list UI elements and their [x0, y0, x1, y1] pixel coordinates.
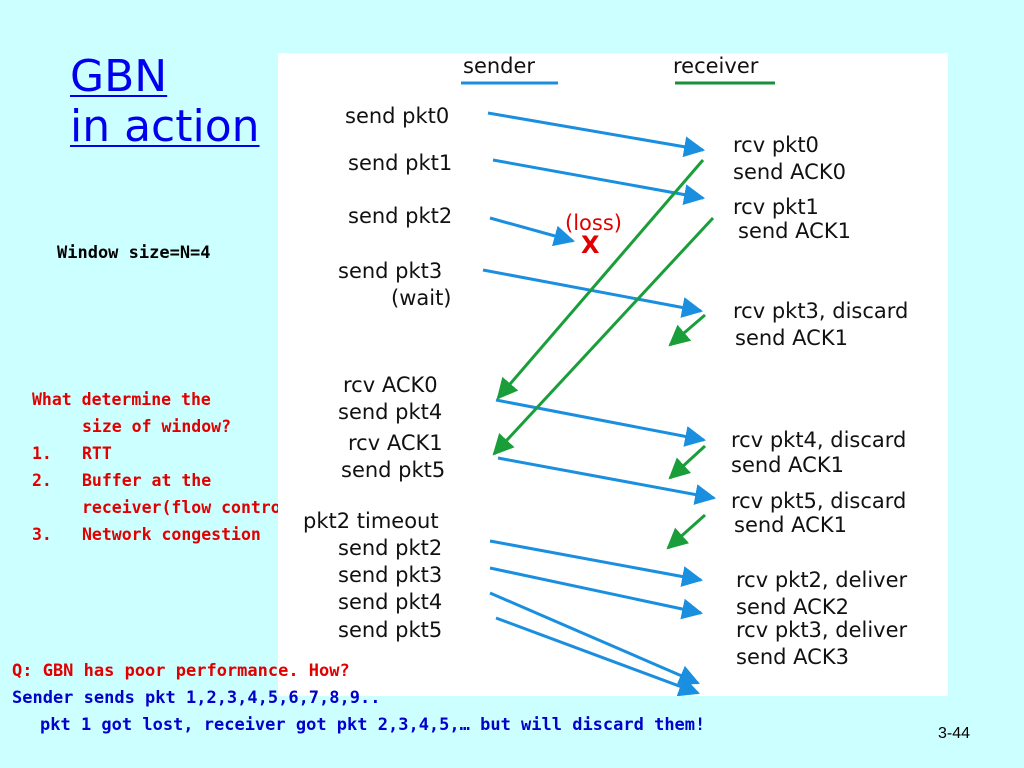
receiver-label: send ACK2 [736, 595, 849, 619]
gbn-timeline-diagram: sender receiver send pkt0 send pkt1 send… [278, 53, 948, 696]
receiver-label: rcv pkt1 [733, 195, 819, 219]
pkt0-arrow [487, 111, 706, 158]
pkt3-resend-arrow [489, 566, 704, 620]
sender-label: rcv ACK0 [343, 373, 438, 397]
factor-item-buffer: 2. Buffer at the receiver(flow control) [32, 467, 302, 521]
receiver-label: rcv pkt3, discard [733, 299, 908, 323]
timeline-svg: sender receiver send pkt0 send pkt1 send… [303, 54, 908, 696]
ack1-dup-arrow [666, 513, 706, 550]
question-title-line1: What determine the [32, 390, 211, 409]
sender-label: send pkt3 [338, 259, 442, 283]
bottom-notes: Q: GBN has poor performance. How? Sender… [12, 658, 705, 739]
factor-number: 3. [32, 525, 52, 544]
sender-label: send pkt5 [341, 458, 445, 482]
factor-text: Buffer at the receiver(flow control) [82, 471, 301, 517]
sender-label: pkt2 timeout [303, 509, 439, 533]
sender-label: send pkt2 [348, 204, 452, 228]
sender-label: rcv ACK1 [348, 431, 443, 455]
receiver-label: send ACK1 [734, 513, 847, 537]
receiver-label: send ACK0 [733, 160, 846, 184]
factor-text: RTT [82, 444, 112, 463]
pkt2-lost-arrow [489, 216, 576, 247]
factor-list: 1. RTT 2. Buffer at the receiver(flow co… [32, 440, 302, 548]
question-title: What determine the size of window? [32, 386, 302, 440]
sender-label: send pkt4 [338, 590, 442, 614]
sender-label: send pkt0 [345, 104, 449, 128]
sender-label: send pkt1 [348, 151, 452, 175]
slide-title-line2: in action [70, 101, 260, 152]
receiver-label: send ACK1 [735, 326, 848, 350]
receiver-label: rcv pkt2, deliver [736, 568, 908, 592]
page-number: 3-44 [938, 725, 971, 742]
performance-question: Q: GBN has poor performance. How? [12, 661, 350, 681]
loss-x-mark: X [581, 231, 600, 259]
pkt5-resend-arrow [495, 616, 700, 696]
receiver-label: send ACK3 [736, 645, 849, 669]
slide-title-line1: GBN [70, 51, 168, 102]
receiver-label: rcv pkt5, discard [731, 489, 906, 513]
window-size-question: What determine the size of window? 1. RT… [32, 386, 302, 548]
receiver-label: send ACK1 [738, 219, 851, 243]
receiver-label: rcv pkt4, discard [731, 428, 906, 452]
factor-number: 2. [32, 471, 52, 490]
ack1-dup-arrow [668, 313, 706, 347]
pkt1-arrow [492, 158, 706, 205]
factor-number: 1. [32, 444, 52, 463]
sender-header: sender [463, 54, 535, 78]
ack1-arrow [492, 216, 715, 456]
receiver-label: rcv pkt3, deliver [736, 618, 908, 642]
ack0-arrow [496, 159, 705, 400]
pkt5-arrow [497, 456, 717, 505]
question-title-line2: size of window? [82, 417, 232, 436]
factor-item-congestion: 3. Network congestion [32, 521, 302, 548]
ack1-dup-arrow [668, 444, 707, 480]
sender-label: send pkt4 [338, 400, 442, 424]
receiver-header: receiver [673, 54, 759, 78]
sender-label: send pkt5 [338, 618, 442, 642]
factor-text: Network congestion [82, 525, 261, 544]
sender-label: (wait) [391, 286, 452, 310]
window-size-label: Window size=N=4 [57, 243, 211, 263]
slide-title: GBN in action [70, 52, 260, 152]
sender-label: send pkt2 [338, 536, 442, 560]
factor-item-rtt: 1. RTT [32, 440, 302, 467]
pkt4-arrow [495, 398, 707, 447]
sender-sequence-note: Sender sends pkt 1,2,3,4,5,6,7,8,9.. [12, 688, 381, 708]
sender-label: send pkt3 [338, 563, 442, 587]
receiver-label: send ACK1 [731, 453, 844, 477]
pkt4-resend-arrow [489, 591, 700, 686]
loss-consequence-note: pkt 1 got lost, receiver got pkt 2,3,4,5… [40, 715, 706, 735]
pkt2-resend-arrow [489, 539, 704, 587]
receiver-label: rcv pkt0 [733, 133, 819, 157]
